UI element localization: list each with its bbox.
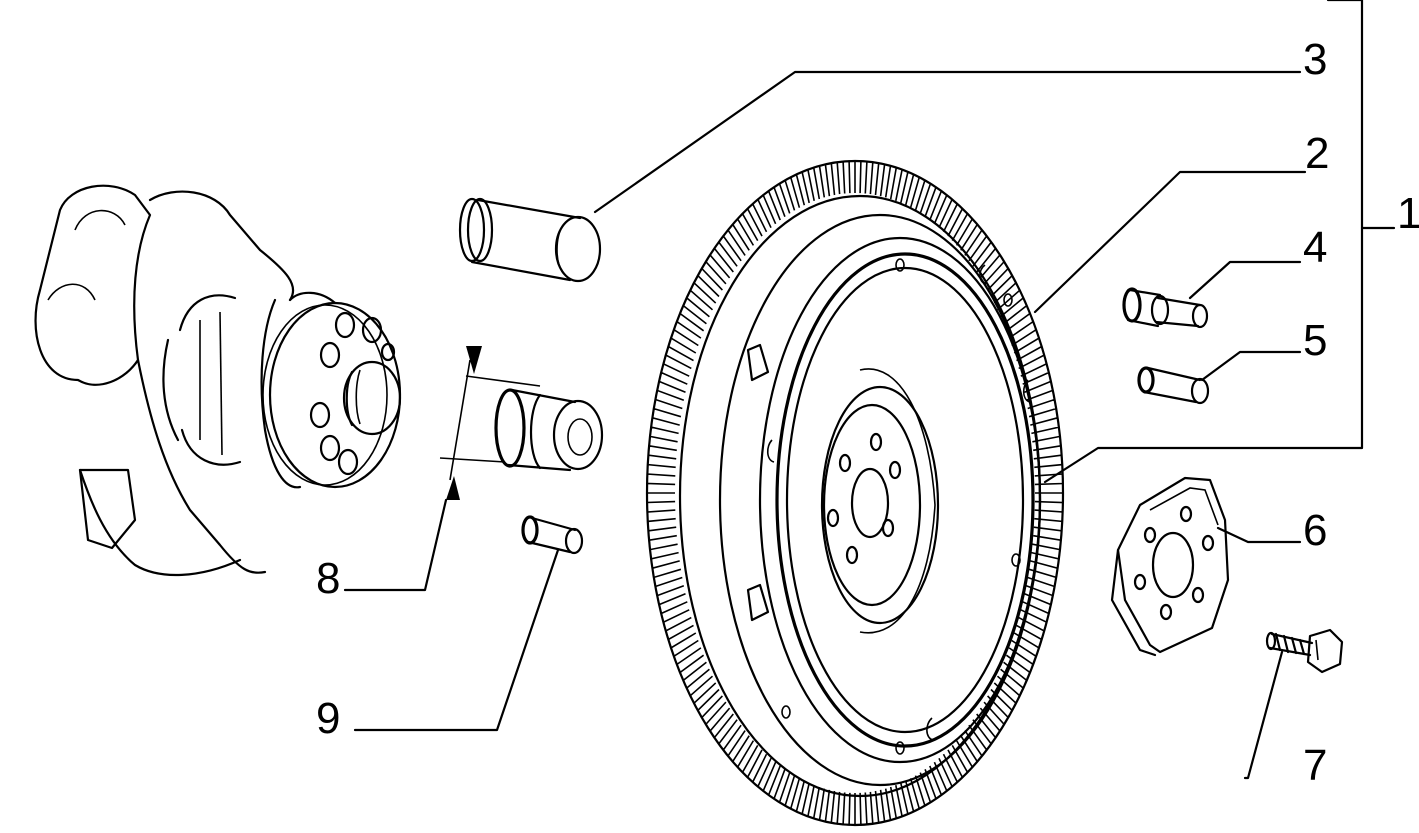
callout-9: 9 — [316, 694, 340, 743]
callout-2: 2 — [1305, 129, 1329, 178]
dowel-part-4 — [1122, 287, 1209, 329]
ring-gear-teeth — [646, 160, 1064, 826]
callout-labels: 1 2 3 4 5 6 7 8 9 — [316, 35, 1419, 790]
stepped-bush-part-8 — [439, 346, 604, 500]
callout-3: 3 — [1303, 35, 1327, 84]
callout-8: 8 — [316, 554, 340, 603]
pin-part-5 — [1137, 366, 1210, 405]
bush-part-3 — [458, 197, 602, 283]
plate-part-6 — [1110, 476, 1230, 657]
crankshaft-drawing — [34, 184, 402, 577]
leader-lines — [343, 0, 1396, 780]
callout-5: 5 — [1303, 316, 1327, 365]
callout-1: 1 — [1397, 189, 1419, 238]
callout-6: 6 — [1303, 506, 1327, 555]
callout-4: 4 — [1303, 223, 1327, 272]
pin-part-9 — [521, 515, 584, 555]
flywheel-drawing — [645, 159, 1065, 827]
callout-7: 7 — [1303, 741, 1327, 790]
bolt-part-7 — [1265, 628, 1344, 674]
